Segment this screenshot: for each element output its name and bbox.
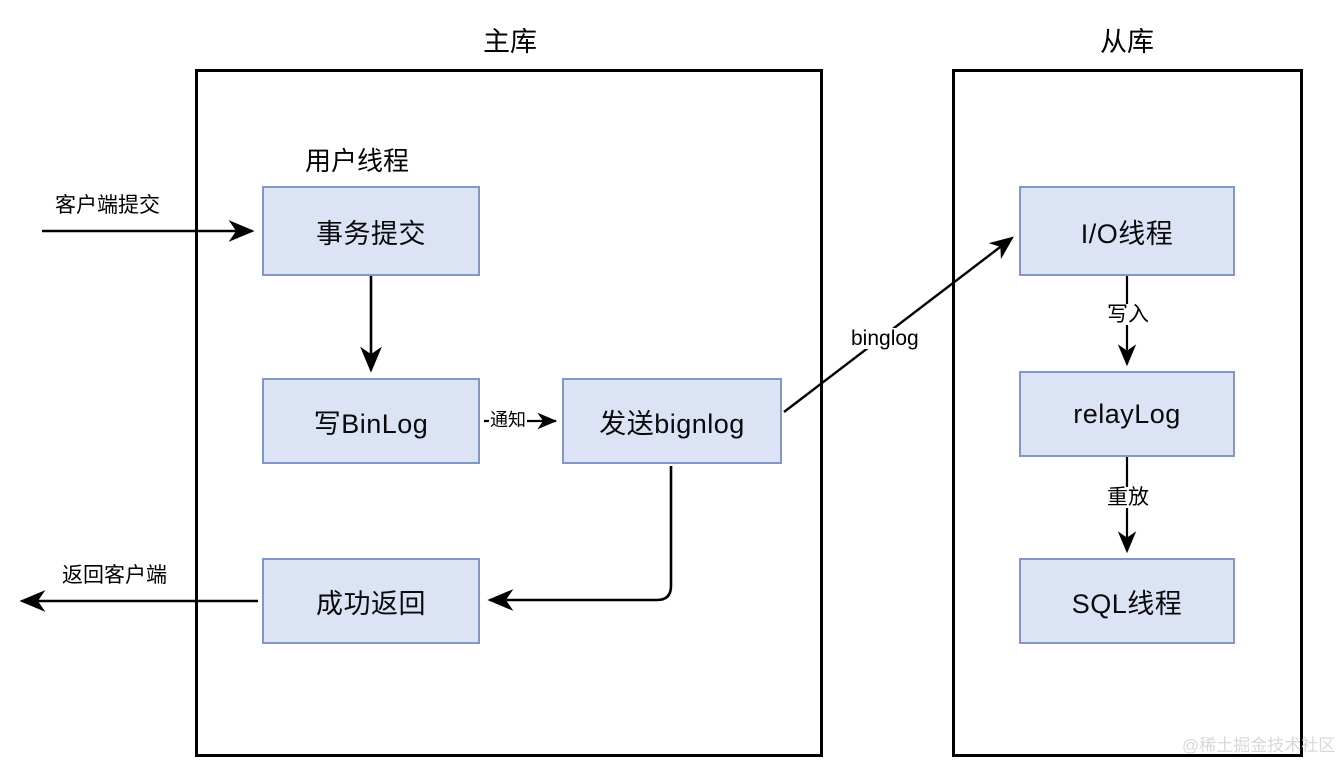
node-relay-log[interactable]: relayLog [1019,371,1235,457]
node-io-thread[interactable]: I/O线程 [1019,186,1235,276]
node-send-binlog-label: 发送bignlog [599,408,745,439]
edge-label-write-in: 写入 [1104,304,1152,325]
edge-label-client-commit: 客户端提交 [55,194,160,217]
node-sql-thread[interactable]: SQL线程 [1019,558,1235,644]
master-panel [195,69,823,757]
node-tx-commit-label: 事务提交 [316,218,426,249]
node-success-return[interactable]: 成功返回 [262,558,480,644]
watermark: @稀土掘金技术社区 [1182,736,1336,755]
edge-label-binglog: binglog [849,327,921,350]
node-tx-commit[interactable]: 事务提交 [262,186,480,276]
node-io-thread-label: I/O线程 [1080,218,1174,249]
node-sql-thread-label: SQL线程 [1071,588,1183,619]
node-write-binlog-label: 写BinLog [313,408,429,439]
slave-panel-title: 从库 [1100,27,1154,57]
edge-label-replay: 重放 [1104,487,1152,508]
node-relay-log-label: relayLog [1073,398,1181,429]
node-send-binlog[interactable]: 发送bignlog [562,378,782,464]
node-write-binlog[interactable]: 写BinLog [262,378,480,464]
master-panel-title: 主库 [483,27,537,57]
edge-label-notify: 通知 [489,410,527,430]
slave-panel [952,69,1303,757]
edge-label-return-client: 返回客户端 [62,564,167,587]
user-thread-group-label: 用户线程 [305,146,410,176]
node-success-return-label: 成功返回 [316,588,426,619]
